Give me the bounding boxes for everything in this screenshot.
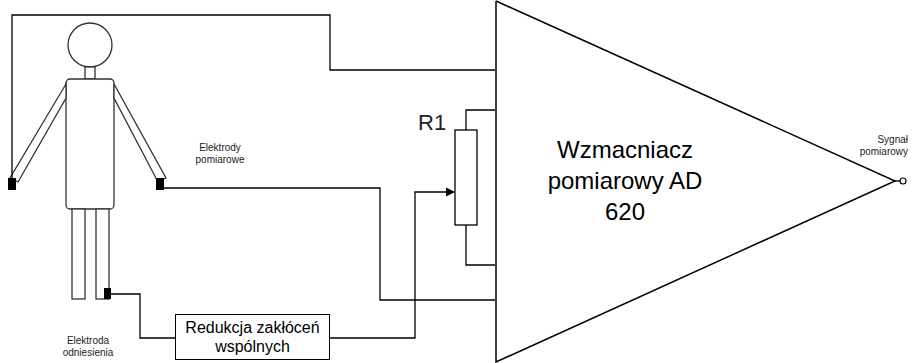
process-box: Redukcja zakłóceń wspólnych [175,314,330,360]
box-text: Redukcja zakłóceń wspólnych [182,318,323,356]
electrode [156,178,164,190]
electrode [104,288,111,299]
wire [466,225,495,265]
figure-body [66,79,114,209]
human-figure [10,23,166,299]
figure-head [68,23,112,67]
electrode-label: Elektrody pomiarowe [182,142,258,165]
resistor-symbol [455,130,477,225]
amplifier-text-holder: Wzmacniacz pomiarowy AD 620 [540,134,710,228]
wire [164,188,495,300]
electrode [8,178,16,190]
figure-neck [85,67,95,79]
figure-arm [10,84,66,182]
amplifier-name: Wzmacniacz pomiarowy AD 620 [540,134,710,228]
wire [466,110,495,130]
signal-name: Sygnał pomiarowy [846,134,908,157]
electrodes [8,178,164,299]
electrode-label: Elektroda odniesienia [48,335,128,358]
triangle-outline-path [496,1,895,362]
amplifier-triangle: Wzmacniacz pomiarowy AD 620 [495,0,905,363]
output-terminal [900,178,906,184]
wiper-arrowhead [446,188,455,197]
figure-leg [72,209,85,299]
wire [330,192,447,338]
part-name: R1 [418,110,452,135]
figure-arm [114,84,166,182]
wire [110,294,175,338]
wire [12,15,495,178]
figure-leg [96,209,109,299]
